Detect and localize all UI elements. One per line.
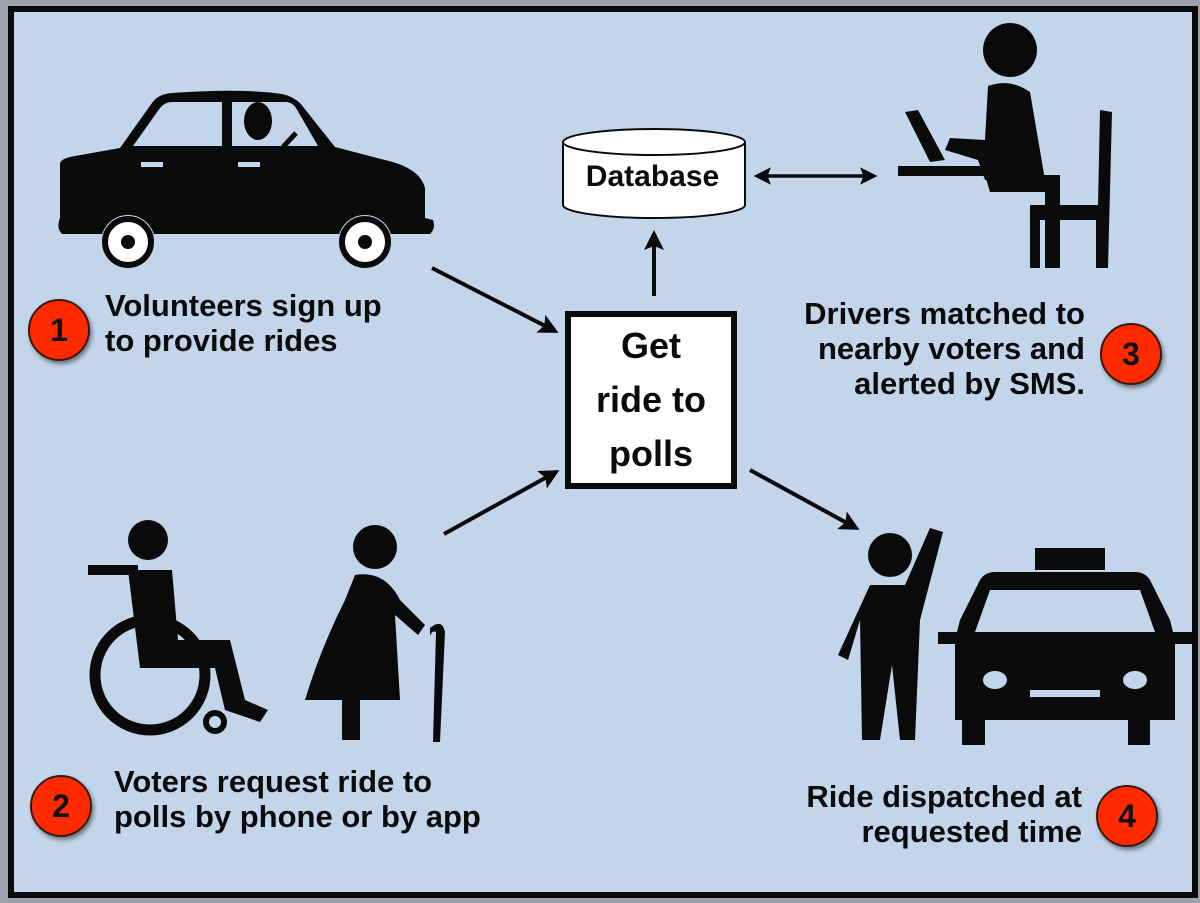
step-badge: 4 bbox=[1096, 785, 1158, 847]
get-ride-line: Get bbox=[620, 325, 681, 366]
get-ride-line: polls bbox=[608, 433, 693, 474]
step-label-line: to provide rides bbox=[105, 323, 338, 358]
step-label-line: requested time bbox=[861, 814, 1082, 849]
step-3-label: Drivers matched to nearby voters and ale… bbox=[804, 296, 1085, 401]
step-label-line: Drivers matched to bbox=[804, 296, 1085, 331]
arrow-volunteers-to-center bbox=[431, 266, 559, 333]
step-badge: 2 bbox=[30, 775, 92, 837]
arrow-center-to-dispatch bbox=[749, 468, 860, 530]
step-1-label: Volunteers sign up to provide rides bbox=[105, 288, 382, 358]
step-badge: 1 bbox=[28, 299, 90, 361]
arrow-voters-to-center bbox=[443, 470, 560, 536]
step-label-line: polls by phone or by app bbox=[114, 799, 481, 834]
step-label-line: alerted by SMS. bbox=[854, 366, 1085, 401]
database-label: Database bbox=[585, 160, 720, 193]
step-2-label: Voters request ride to polls by phone or… bbox=[114, 764, 481, 834]
step-4-label: Ride dispatched at requested time bbox=[806, 779, 1082, 849]
step-badge: 3 bbox=[1100, 323, 1162, 385]
get-ride-node: Get ride to polls bbox=[565, 311, 737, 489]
step-label-line: Volunteers sign up bbox=[105, 288, 382, 323]
step-label-line: nearby voters and bbox=[817, 331, 1085, 366]
get-ride-line: ride to bbox=[595, 379, 706, 420]
step-label-line: Ride dispatched at bbox=[806, 779, 1082, 814]
step-label-line: Voters request ride to bbox=[114, 764, 433, 799]
